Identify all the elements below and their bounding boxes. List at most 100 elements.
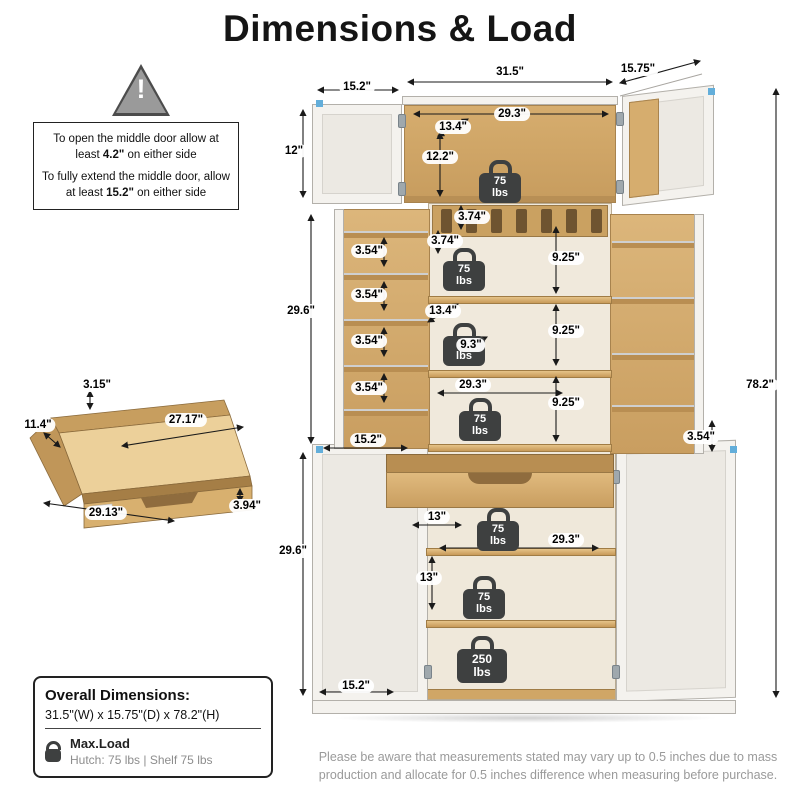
dimension-label: 3.15" — [79, 378, 115, 392]
weight-value: 75 — [493, 175, 507, 187]
door-edge — [334, 209, 344, 449]
dimension-label: 29.6" — [283, 304, 319, 318]
dimension-label: 3.54" — [351, 334, 387, 348]
dimension-label: 29.3" — [455, 378, 491, 392]
drawer-handle-notch — [468, 473, 532, 484]
overall-size: 31.5"(W) x 15.75"(D) x 78.2"(H) — [45, 708, 220, 722]
dimension-label: 3.54" — [351, 244, 387, 258]
weight-unit: lbs — [456, 274, 472, 287]
warning-line-1: To open the middle door allow at least 4… — [40, 131, 232, 163]
weight-unit: lbs — [473, 664, 491, 679]
warning-text: To fully extend the middle door, allow a… — [42, 171, 230, 200]
dimension-label: 29.6" — [275, 544, 311, 558]
hinge-icon — [612, 665, 620, 679]
dimension-label: 13.4" — [435, 120, 471, 134]
kettlebell-icon — [452, 323, 476, 337]
weight-value: 75 — [491, 523, 505, 535]
dimension-label: 9.25" — [548, 324, 584, 338]
max-load-label: Max.Load — [70, 736, 130, 751]
rack-rail — [344, 273, 428, 280]
hinge-icon — [398, 114, 406, 128]
dimension-label: 9.25" — [548, 396, 584, 410]
dimension-label: 3.54" — [683, 430, 719, 444]
dimension-label: 15.2" — [350, 433, 386, 447]
dimension-label: 3.94" — [229, 499, 265, 513]
dimension-label: 15.2" — [339, 80, 375, 94]
weight-value: 75 — [473, 413, 487, 425]
rack-rail — [344, 365, 428, 372]
lower-door-right — [616, 439, 736, 702]
weight-unit: lbs — [490, 534, 506, 547]
spice-rack-door-right — [610, 214, 704, 454]
rack-rail — [612, 353, 694, 360]
page-title: Dimensions & Load — [223, 8, 577, 49]
hardware-blue-icon — [316, 446, 323, 453]
lower-shelf — [426, 620, 616, 628]
warning-text: on either side — [124, 149, 197, 162]
dimension-label: 29.3" — [494, 107, 530, 121]
exclamation-icon: ! — [136, 74, 146, 104]
warning-value: 15.2" — [106, 187, 134, 200]
dimension-label: 13.4" — [425, 304, 461, 318]
hinge-icon — [616, 180, 624, 194]
dimension-label: 11.4" — [20, 418, 56, 432]
dimension-label: 3.54" — [351, 288, 387, 302]
kettlebell-icon — [452, 248, 476, 262]
hutch-door-left — [312, 104, 402, 204]
kettlebell-icon — [472, 576, 496, 590]
warning-text: To open the middle door allow at least — [53, 133, 219, 162]
weight-value: 250 — [471, 652, 493, 666]
kettlebell-icon — [486, 508, 510, 522]
hardware-blue-icon — [316, 100, 323, 107]
dimension-label: 3.54" — [351, 381, 387, 395]
divider — [45, 728, 261, 729]
hinge-icon — [424, 665, 432, 679]
dimension-label: 78.2" — [742, 378, 778, 392]
rack-rail — [612, 241, 694, 248]
overall-heading: Overall Dimensions: — [45, 687, 191, 704]
door-edge — [694, 214, 704, 454]
rack-rail — [344, 319, 428, 326]
dimension-label: 12" — [280, 144, 308, 158]
kettlebell-icon — [45, 741, 61, 762]
dimension-label: 12.2" — [422, 150, 458, 164]
dimension-label: 13" — [415, 571, 443, 585]
lower-shelf — [426, 548, 616, 556]
disclaimer-text: Please be aware that measurements stated… — [318, 750, 778, 783]
hutch-door-right — [622, 84, 714, 206]
dimension-label: 29.13" — [84, 506, 128, 520]
weight-unit: lbs — [472, 424, 488, 437]
hutch-top-board — [402, 96, 618, 105]
dimension-label: 9.25" — [548, 251, 584, 265]
kettlebell-icon — [468, 398, 492, 412]
weight-value: 75 — [477, 591, 491, 603]
dimension-label: 9.3" — [456, 338, 486, 352]
rack-rail — [344, 231, 428, 238]
kettlebell-icon — [488, 160, 512, 174]
hutch-door-right-wood-face — [629, 98, 659, 199]
max-load-value: Hutch: 75 lbs | Shelf 75 lbs — [70, 753, 213, 767]
drawer-illustration — [29, 399, 253, 529]
rack-rail — [612, 297, 694, 304]
weight-unit: lbs — [492, 186, 508, 199]
lower-floor — [427, 689, 615, 699]
dimension-label: 15.2" — [338, 679, 374, 693]
hinge-icon — [616, 112, 624, 126]
hardware-blue-icon — [730, 446, 737, 453]
warning-value: 4.2" — [102, 149, 125, 162]
hardware-blue-icon — [708, 88, 715, 95]
kettlebell-icon — [470, 636, 494, 650]
dimension-label: 27.17" — [164, 413, 208, 427]
pull-out-drawer — [386, 454, 614, 508]
warning-line-2: To fully extend the middle door, allow a… — [40, 169, 232, 201]
hinge-icon — [398, 182, 406, 196]
warning-note: To open the middle door allow at least 4… — [33, 122, 239, 211]
dimension-label: 3.74" — [427, 234, 463, 248]
warning-text: on either side — [133, 187, 207, 200]
dimension-label: 13" — [423, 510, 451, 524]
rack-rail — [344, 409, 428, 416]
